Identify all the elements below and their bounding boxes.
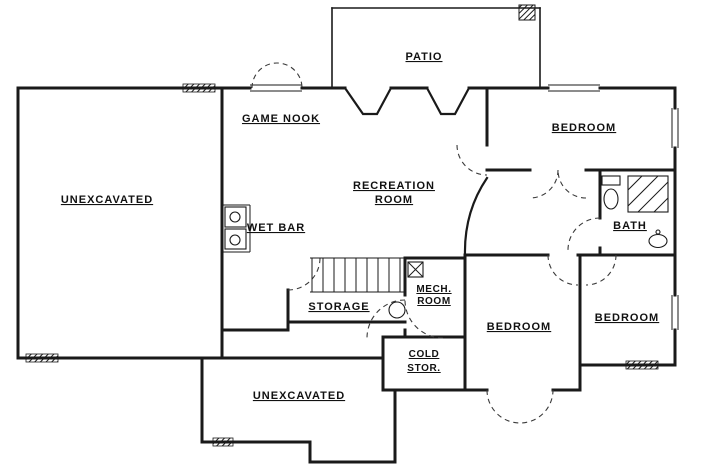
wall-vent-hatch <box>182 83 216 93</box>
label-cold-line2: STOR. <box>407 363 440 374</box>
label-wet-bar: WET BAR <box>247 222 305 234</box>
wet-bar-sink <box>224 206 247 228</box>
label-cold-line1: COLD <box>409 349 440 360</box>
label-unexcavated-left: UNEXCAVATED <box>61 194 153 206</box>
wet-bar-counter <box>222 204 251 253</box>
shower <box>627 175 669 213</box>
patio-outline <box>331 4 541 89</box>
interior-walls <box>220 86 677 392</box>
bath-sink-faucet <box>655 229 661 235</box>
label-game-nook: GAME NOOK <box>242 113 320 125</box>
bath-sink <box>648 233 668 249</box>
mech-equipment <box>388 261 424 319</box>
label-mech-line2: ROOM <box>417 296 451 307</box>
wall-vent-hatch <box>625 360 659 370</box>
windows <box>25 83 679 447</box>
exterior-walls <box>16 86 677 464</box>
patio-post <box>518 4 536 21</box>
staircase <box>310 257 405 293</box>
label-storage: STORAGE <box>308 301 369 313</box>
toilet-tank <box>601 175 621 186</box>
room-labels: PATIO GAME NOOK BEDROOM UNEXCAVATED RECR… <box>61 51 659 402</box>
label-mech-line1: MECH. <box>416 284 451 295</box>
wet-bar-appliance <box>224 228 247 250</box>
label-recreation-line2: ROOM <box>375 194 413 206</box>
label-bath: BATH <box>613 220 647 232</box>
label-bedroom-top: BEDROOM <box>552 122 616 134</box>
label-unexcavated-bottom: UNEXCAVATED <box>253 390 345 402</box>
water-heater <box>388 301 406 319</box>
bath-fixtures <box>601 175 669 249</box>
label-patio: PATIO <box>406 51 443 63</box>
wall-vent-hatch <box>25 353 59 363</box>
label-bedroom-mid: BEDROOM <box>487 321 551 333</box>
label-recreation-line1: RECREATION <box>353 180 435 192</box>
door-swings <box>251 62 617 424</box>
wall-vent-hatch <box>212 437 234 447</box>
label-bedroom-right: BEDROOM <box>595 312 659 324</box>
toilet-bowl <box>603 188 619 210</box>
furnace <box>407 261 424 278</box>
